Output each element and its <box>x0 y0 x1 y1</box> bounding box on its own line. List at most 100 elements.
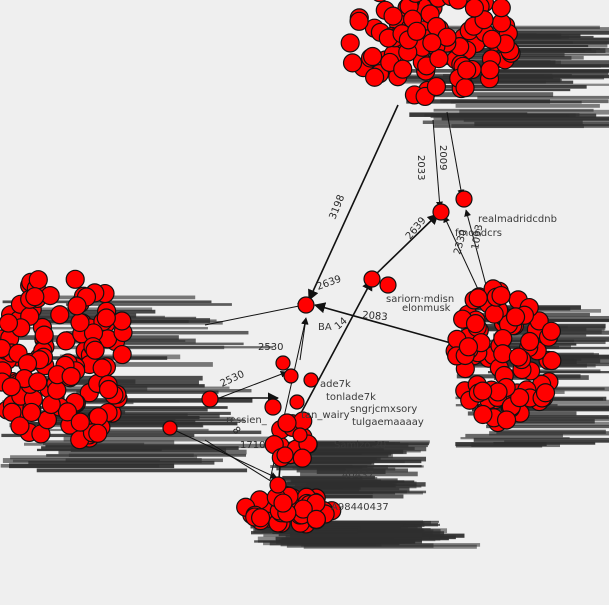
label-cloud-stroke <box>471 442 561 448</box>
label-cloud-stroke <box>265 523 404 527</box>
label-cloud-stroke <box>485 309 602 313</box>
graph-node <box>542 350 562 371</box>
edge-line <box>299 279 373 416</box>
label-cloud-stroke <box>401 69 609 73</box>
graph-node <box>292 448 312 468</box>
label-cloud-stroke <box>317 490 427 494</box>
label-cloud-stroke <box>309 532 423 538</box>
label-cloud-stroke <box>41 295 196 300</box>
label-cloud-stroke <box>45 444 214 448</box>
node-clusters <box>0 0 562 534</box>
label-cloud-stroke <box>502 318 609 323</box>
hub-node <box>379 276 397 294</box>
node-label: elonmusk <box>402 303 451 314</box>
label-cloud-stroke <box>80 407 208 412</box>
graph-node <box>61 366 81 387</box>
graph-node <box>520 331 540 352</box>
label-cloud-stroke <box>464 345 560 349</box>
graph-node <box>342 53 363 73</box>
label-cloud-stroke <box>287 461 375 465</box>
graph-node <box>277 413 297 433</box>
label-cloud-stroke <box>417 88 571 92</box>
label-cloud-stroke <box>486 424 609 429</box>
label-cloud-stroke <box>301 491 374 494</box>
edge-weight-label: 2083 <box>362 310 388 323</box>
edge-line <box>432 119 443 209</box>
label-cloud-stroke <box>28 460 215 465</box>
graph-node <box>383 6 403 26</box>
edge-weight-label: 3198 <box>328 193 348 221</box>
label-cloud-stroke <box>307 440 430 444</box>
label-cloud-stroke <box>311 494 404 499</box>
label-cloud-stroke <box>456 38 609 44</box>
graph-node <box>505 307 526 327</box>
label-cloud-stroke <box>451 83 609 86</box>
graph-node <box>273 493 293 513</box>
label-cloud-stroke <box>501 421 609 426</box>
label-cloud-stroke <box>66 330 249 335</box>
edge-weight-label: 2009 <box>437 145 448 170</box>
label-cloud-stroke <box>65 398 253 403</box>
graph-node <box>535 383 556 403</box>
label-cloud-stroke <box>17 411 231 415</box>
edge-weight-label: 1710 <box>240 440 265 451</box>
graph-node <box>96 308 116 328</box>
hub-node <box>297 296 315 314</box>
label-cloud-stroke <box>35 309 156 314</box>
node-label: sariorn·mdisn <box>386 294 454 305</box>
label-cloud-stroke <box>301 543 481 547</box>
label-cloud-stroke <box>512 399 609 405</box>
label-cloud-stroke <box>316 528 421 531</box>
node-label: tulgaemaaaay <box>352 417 424 428</box>
graph-node <box>373 0 387 3</box>
node-label: sngrjcmxsory <box>350 404 417 415</box>
edge-line <box>308 104 399 302</box>
edge-weight-label: 2639 <box>404 215 429 242</box>
label-cloud-stroke <box>307 448 384 452</box>
label-cloud-stroke <box>409 112 528 117</box>
label-cloud-stroke <box>302 453 393 459</box>
graph-node <box>98 379 119 400</box>
graph-node <box>1 377 21 397</box>
label-cloud-stroke <box>502 404 609 409</box>
label-cloud-stroke <box>23 413 220 419</box>
label-cloud-stroke <box>473 437 609 442</box>
edge-line <box>299 317 309 361</box>
graph-node <box>491 0 511 18</box>
label-cloud-stroke <box>79 419 245 422</box>
graph-node <box>473 381 493 401</box>
graph-node <box>112 344 132 365</box>
edge-line <box>371 213 439 279</box>
graph-node <box>88 407 108 427</box>
edge-line <box>443 215 484 301</box>
hub-node <box>303 372 319 388</box>
graph-node <box>426 76 447 97</box>
edge-line <box>446 111 465 197</box>
label-cloud-stroke <box>419 92 554 98</box>
label-cloud-stroke <box>516 415 609 419</box>
edge-line <box>204 439 278 486</box>
graph-node <box>28 372 48 392</box>
label-cloud-stroke <box>448 47 609 53</box>
label-cloud-stroke <box>283 452 392 455</box>
graph-node <box>92 358 112 378</box>
label-cloud-stroke <box>40 428 209 432</box>
graph-node <box>67 296 87 316</box>
label-cloud-stroke <box>16 315 165 318</box>
node-label: ressien_ <box>226 415 268 426</box>
label-cloud-stroke <box>316 469 386 474</box>
graph-node <box>457 60 477 80</box>
hub-node <box>283 368 299 384</box>
node-label: tan_wairy <box>301 410 350 421</box>
hub-node <box>269 476 287 494</box>
graph-node <box>510 388 530 408</box>
graph-node <box>455 78 475 98</box>
label-cloud-stroke <box>511 397 604 401</box>
label-cloud-stroke <box>83 386 230 389</box>
label-cloud-stroke <box>487 370 609 374</box>
graph-node <box>468 288 488 308</box>
label-cloud-stroke <box>276 539 416 544</box>
node-labels: BAsariorn·mdisnelonmuskrealmadridcdnbfmo… <box>226 214 557 513</box>
label-cloud-stroke <box>274 478 398 483</box>
